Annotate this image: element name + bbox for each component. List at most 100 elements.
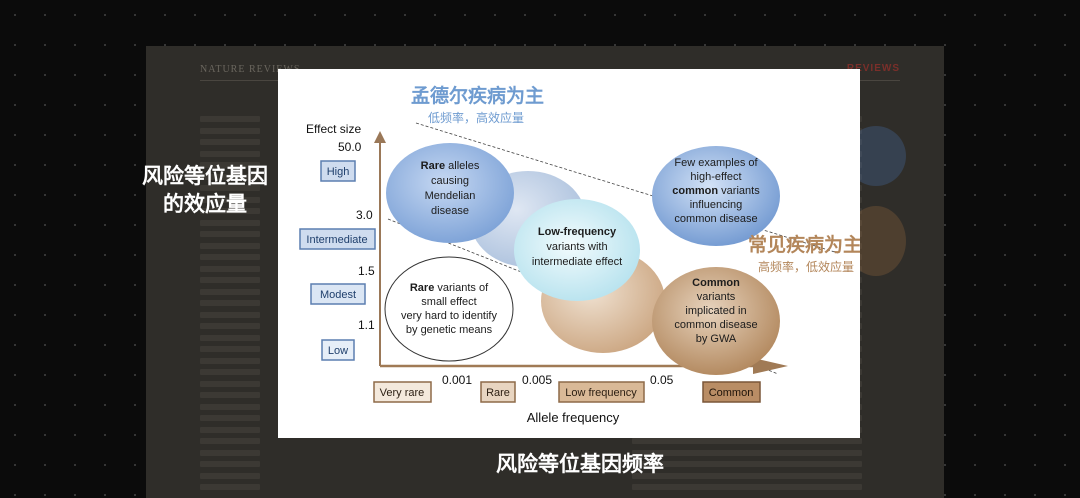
svg-text:high-effect: high-effect: [690, 171, 741, 183]
x-category-very-rare: [373, 381, 432, 403]
x-category-common-label: Common: [709, 387, 754, 399]
document-text-line: [200, 403, 260, 410]
document-text-line: [632, 484, 862, 490]
svg-text:causing: causing: [431, 175, 469, 187]
document-text-line: [632, 449, 862, 456]
mendelian-subtitle: 低频率，高效应量: [428, 110, 524, 125]
left-caption-line2: 的效应量: [163, 192, 247, 216]
svg-text:variants with: variants with: [546, 241, 607, 253]
x-tick-0-001: 0.001: [442, 373, 472, 387]
figure-panel: 孟德尔疾病为主 低频率，高效应量 Effect size 50.0 3.0 1.…: [278, 69, 860, 438]
document-section: REVIEWS: [846, 63, 900, 74]
svg-text:small effect: small effect: [421, 296, 476, 308]
svg-text:influencing: influencing: [690, 199, 743, 211]
document-text-line: [200, 323, 260, 329]
bubble-small-effect: [384, 256, 514, 362]
bubble-few-common: [652, 146, 780, 246]
y-category-modest-label: Modest: [320, 289, 356, 301]
mendelian-title: 孟德尔疾病为主: [411, 84, 544, 107]
document-text-line: [200, 162, 260, 168]
document-text-line: [200, 185, 260, 191]
common-variants-text: Common variants implicated in common dis…: [674, 277, 757, 345]
upper-guide-line: [415, 122, 839, 254]
small-effect-text: Rare variants of small effect very hard …: [401, 282, 497, 336]
svg-text:common disease: common disease: [674, 319, 757, 331]
svg-text:Few examples of: Few examples of: [674, 157, 758, 169]
effect-size-figure: 孟德尔疾病为主 低频率，高效应量 Effect size 50.0 3.0 1.…: [299, 84, 860, 425]
bubble-common-variants: [652, 267, 780, 375]
document-text-line: [200, 357, 260, 364]
y-tick-1-1: 1.1: [358, 318, 375, 332]
svg-text:variants: variants: [697, 291, 736, 303]
document-text-line: [200, 300, 260, 306]
document-text-line: [200, 265, 260, 272]
x-tick-0-05: 0.05: [650, 373, 674, 387]
svg-text:very hard to identify: very hard to identify: [401, 310, 497, 322]
document-text-line: [200, 426, 260, 433]
svg-text:disease: disease: [431, 205, 469, 217]
svg-text:intermediate effect: intermediate effect: [532, 256, 622, 268]
bubble-rare-mendelian: [386, 143, 514, 243]
x-category-low-frequency-label: Low frequency: [565, 387, 637, 399]
document-text-line: [200, 380, 260, 387]
document-text-line: [200, 173, 260, 180]
x-category-common: [702, 381, 761, 403]
document-text-line: [200, 311, 260, 318]
bottom-caption: 风险等位基因频率: [496, 452, 664, 476]
x-category-rare: [480, 381, 516, 403]
document-text-line: [632, 438, 862, 444]
common-subtitle: 高频率，低效应量: [758, 259, 854, 274]
low-frequency-text: Low-frequency variants with intermediate…: [532, 226, 622, 268]
document-text-line: [200, 334, 260, 341]
document-text-line: [200, 196, 260, 203]
document-text-line: [200, 472, 260, 479]
y-axis-label: Effect size: [306, 122, 361, 136]
y-category-low: [321, 339, 355, 361]
bubble-low-frequency: [514, 199, 640, 301]
document-text-line: [200, 392, 260, 398]
few-common-text: Few examples of high-effect common varia…: [672, 157, 760, 225]
document-text-line: [200, 208, 260, 214]
document-text-line: [200, 484, 260, 490]
document-text-line: [200, 219, 260, 226]
svg-text:by GWA: by GWA: [696, 333, 737, 345]
document-text-line: [200, 231, 260, 237]
svg-text:Common: Common: [692, 277, 740, 289]
document-text-line: [200, 369, 260, 375]
y-axis-arrow: [374, 131, 386, 143]
document-text-line: [200, 150, 260, 157]
document-text-line: [632, 472, 862, 479]
rare-mendelian-text: Rare alleles causing Mendelian disease: [421, 160, 480, 217]
svg-text:common variants: common variants: [672, 185, 760, 197]
left-caption: 风险等位基因 的效应量: [130, 162, 280, 218]
svg-text:Mendelian: Mendelian: [425, 190, 476, 202]
x-category-very-rare-label: Very rare: [380, 387, 425, 399]
y-tick-1-5: 1.5: [358, 264, 375, 278]
svg-text:by genetic means: by genetic means: [406, 324, 493, 336]
x-category-rare-label: Rare: [486, 387, 510, 399]
document-text-line: [200, 288, 260, 295]
left-caption-line1: 风险等位基因: [142, 164, 268, 188]
svg-text:common disease: common disease: [674, 213, 757, 225]
y-category-high-label: High: [327, 166, 350, 178]
y-category-intermediate-label: Intermediate: [306, 234, 367, 246]
document-text-line: [200, 139, 260, 145]
x-axis-label: Allele frequency: [527, 410, 620, 425]
svg-text:Rare variants of: Rare variants of: [410, 282, 489, 294]
y-tick-3: 3.0: [356, 208, 373, 222]
common-title: 常见疾病为主: [748, 233, 860, 256]
document-text-line: [632, 461, 862, 467]
document-text-line: [200, 461, 260, 467]
document-text-line: [200, 449, 260, 456]
document-text-line: [200, 127, 260, 134]
document-text-line: [200, 277, 260, 283]
x-axis-arrow: [753, 358, 788, 374]
svg-text:implicated in: implicated in: [685, 305, 746, 317]
y-category-intermediate: [299, 228, 376, 250]
document-text-line: [200, 415, 260, 421]
x-category-low-frequency: [558, 381, 645, 403]
document-header: NATURE REVIEWS: [200, 64, 301, 75]
document-text-line: [200, 346, 260, 352]
document-text-line: [200, 438, 260, 444]
document-text-line: [200, 254, 260, 260]
